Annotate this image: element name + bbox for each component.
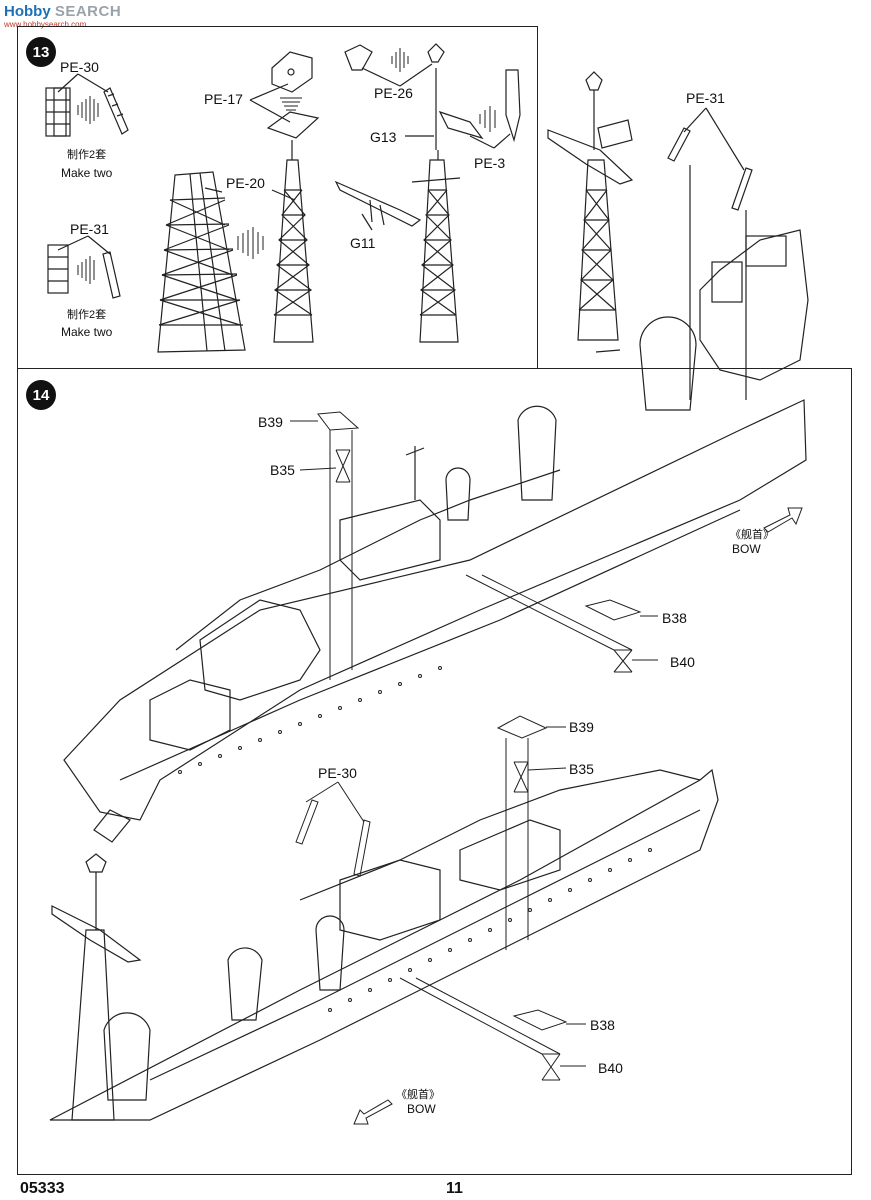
lower-ship-structures [51, 819, 561, 1121]
hatched-arrow-2 [77, 256, 95, 284]
hatched-arrow-6 [479, 106, 496, 132]
watermark-brand: Hobby [4, 3, 51, 20]
bow-en-upper: BOW [732, 542, 761, 556]
label-g11: G11 [350, 235, 376, 251]
make-two-cn-2: 制作2套 [67, 309, 107, 321]
label-b35-upper: B35 [270, 462, 295, 478]
upper-callouts [290, 411, 658, 680]
bow-cn-upper: 《舰首》 [730, 529, 774, 541]
lower-callouts [295, 715, 586, 1081]
portholes-upper [178, 666, 442, 774]
bow-arrow-upper [763, 507, 803, 533]
make-two-en-2: Make two [61, 325, 113, 339]
label-pe31-left: PE-31 [70, 221, 109, 237]
label-b38-lower: B38 [590, 1017, 615, 1033]
product-code: 05333 [20, 1180, 65, 1197]
make-two-cn-1: 制作2套 [67, 149, 107, 161]
hatched-arrow [77, 96, 99, 124]
pe31-ladders-right [667, 127, 753, 211]
lattice-mast-tower [273, 140, 314, 343]
pe17-part-drawing [266, 51, 320, 139]
page-number: 11 [446, 1180, 463, 1197]
hatched-arrow-5 [391, 48, 409, 72]
label-b39-lower: B39 [569, 719, 594, 735]
label-pe30-lower: PE-30 [318, 765, 357, 781]
mast-tower-2 [411, 150, 461, 343]
foremast-assembly [547, 71, 634, 341]
upper-ship-structures [149, 405, 557, 751]
pe30-part-drawing [45, 87, 129, 137]
step-13-badge: 13 [26, 37, 56, 67]
watermark-url: www.hobbysearch.com [4, 20, 87, 29]
watermark-search: SEARCH [54, 3, 122, 20]
label-g13: G13 [370, 129, 397, 145]
superstructure-upper [595, 229, 809, 411]
hull-upper [63, 399, 807, 843]
label-b39-upper: B39 [258, 414, 283, 430]
pe26-part-drawing [344, 43, 445, 71]
step14-panel [17, 368, 852, 1175]
bow-cn-lower: 《舰首》 [396, 1089, 440, 1101]
label-b40-upper: B40 [670, 654, 695, 670]
label-b38-upper: B38 [662, 610, 687, 626]
label-b35-lower: B35 [569, 761, 594, 777]
bow-en-lower: BOW [407, 1102, 436, 1116]
label-pe3: PE-3 [474, 155, 506, 171]
make-two-en-1: Make two [61, 166, 113, 180]
pe3-part-drawing [435, 68, 521, 150]
label-pe20: PE-20 [226, 175, 265, 191]
label-pe31-right: PE-31 [686, 90, 725, 106]
label-pe30: PE-30 [60, 59, 99, 75]
pe31-part-drawing [47, 244, 121, 299]
pe20-lattice-drawing [157, 171, 246, 353]
step-14-badge: 14 [26, 380, 56, 410]
watermark-logo: Hobby SEARCH www.hobbysearch.com [4, 4, 121, 29]
label-pe17: PE-17 [204, 91, 243, 107]
g11-yardarm-drawing [334, 180, 422, 227]
label-pe26: PE-26 [374, 85, 413, 101]
hatched-arrow-3 [237, 227, 264, 259]
label-b40-lower: B40 [598, 1060, 623, 1076]
bow-arrow-lower [353, 1099, 393, 1125]
portholes-lower [328, 848, 652, 1012]
hull-lower [49, 768, 719, 1121]
hatched-arrow-4 [280, 97, 302, 111]
